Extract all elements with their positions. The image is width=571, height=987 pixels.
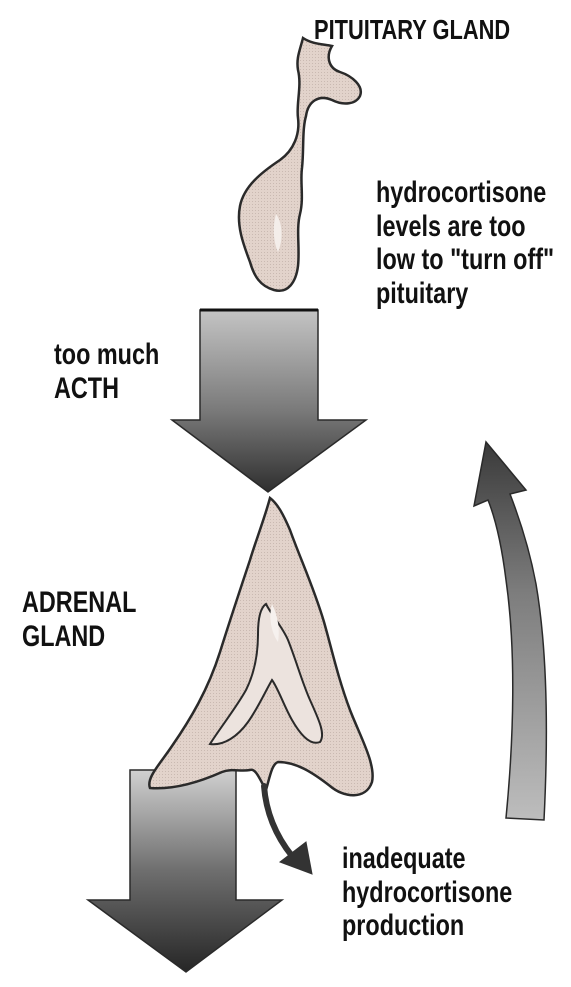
pituitary-gland-label: PITUITARY GLAND [314, 14, 510, 45]
too-much-acth-line-1: too much [54, 338, 159, 372]
adrenal-gland-line-2: GLAND [22, 620, 136, 654]
too-much-acth-line-2: ACTH [54, 372, 159, 406]
hydrocortisone-levels-line-2: levels are too [376, 210, 554, 244]
inadequate-production-label: inadequate hydrocortisone production [342, 842, 512, 943]
adrenal-gland-label: ADRENAL GLAND [22, 586, 136, 653]
feedback-curved-arrow [474, 442, 546, 820]
pituitary-gland-shape [239, 38, 361, 291]
output-down-arrow [88, 770, 282, 972]
inadequate-production-line-2: hydrocortisone [342, 876, 512, 910]
inadequate-production-line-1: inadequate [342, 842, 512, 876]
acth-down-arrow [172, 310, 366, 492]
adrenal-gland-line-1: ADRENAL [22, 586, 136, 620]
hydrocortisone-levels-label: hydrocortisone levels are too low to "tu… [376, 176, 554, 310]
hydrocortisone-levels-line-1: hydrocortisone [376, 176, 554, 210]
pituitary-gland-text: PITUITARY GLAND [314, 14, 510, 45]
hydrocortisone-levels-line-3: low to "turn off" [376, 243, 554, 277]
output-small-arrow-shaft [264, 786, 292, 856]
too-much-acth-label: too much ACTH [54, 338, 159, 405]
hydrocortisone-levels-line-4: pituitary [376, 277, 554, 311]
inadequate-production-line-3: production [342, 909, 512, 943]
